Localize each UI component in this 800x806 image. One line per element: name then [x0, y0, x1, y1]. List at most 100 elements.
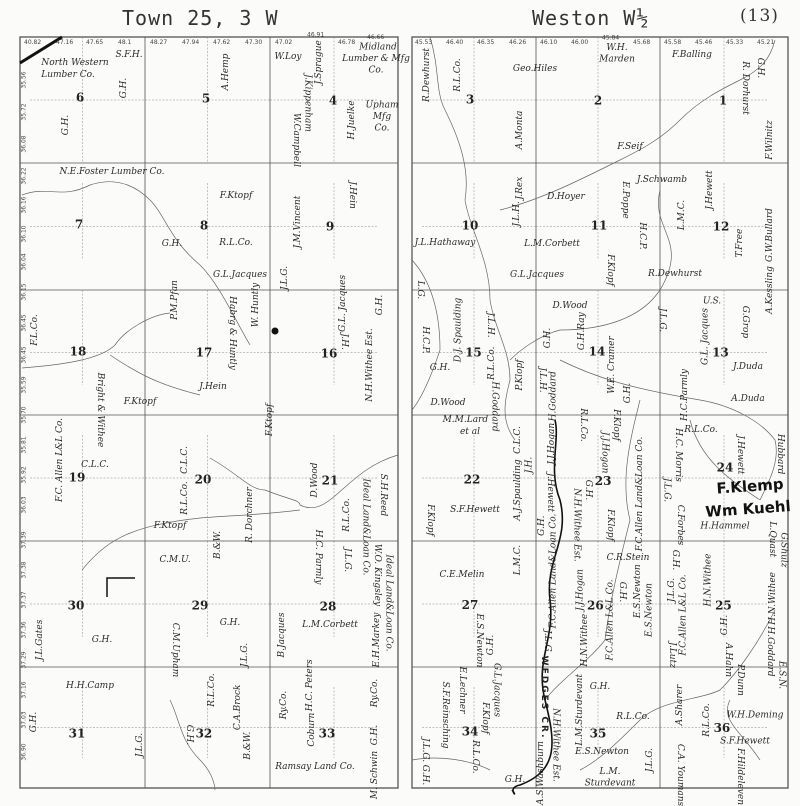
- owner-label: E.H.Markey: [372, 612, 383, 668]
- owner-label: G.H.: [91, 635, 113, 645]
- owner-label: C.L.C.: [81, 460, 109, 470]
- owner-label: S.F.Hewett: [720, 736, 770, 747]
- owner-label: J.Schwamb: [636, 175, 688, 185]
- owner-label: R.Dewhurst: [647, 269, 703, 279]
- owner-label: F.Klopf: [605, 509, 615, 541]
- owner-label: R.L.Co.: [616, 712, 650, 722]
- acreage-value: 36.45: [20, 346, 28, 364]
- owner-label: J.L.H.: [485, 312, 495, 338]
- acreage-value: 46.00: [571, 39, 589, 46]
- section-grid: [19, 36, 789, 789]
- acreage-value: 45.68: [633, 39, 651, 46]
- owner-label: Hubbard: [775, 433, 785, 475]
- acreage-value: 45.33: [726, 39, 744, 46]
- owner-label: E.S.Newton: [644, 583, 655, 637]
- owner-label: F.C.Allen Land&Loan Co.: [548, 513, 559, 629]
- owner-label: J.M.Vincent: [293, 195, 303, 249]
- owner-label: H.Goddard: [489, 381, 500, 432]
- owner-label: F.Ktopf: [123, 397, 157, 407]
- owner-label: C.A. Youmans: [675, 743, 685, 806]
- owner-label: G.H.: [370, 724, 380, 746]
- owner-label: Upham: [365, 100, 399, 111]
- owner-label: Co.: [374, 123, 390, 134]
- owner-label: Sturdevant: [584, 778, 636, 789]
- owner-label: P.M.Pfan: [170, 280, 180, 320]
- owner-label: W.H.Deming: [726, 710, 784, 721]
- section-number: 25: [715, 598, 732, 613]
- owner-label: G.L. Jacques: [338, 274, 348, 332]
- owner-label: W.E. Cramer: [606, 336, 617, 394]
- owner-label: S.H.Reed: [377, 473, 388, 517]
- owner-label: A.Sharer: [675, 684, 685, 726]
- acreage-value: 35.92: [20, 466, 28, 484]
- acreage-value: 36.08: [20, 135, 28, 153]
- owner-label: J.H.: [339, 333, 349, 350]
- section-number: 29: [191, 598, 209, 613]
- section-number: 16: [320, 346, 338, 361]
- owner-label: H.C.Parmly: [680, 369, 690, 421]
- acreage-value: 37.38: [20, 561, 28, 579]
- owner-label: H.C. Peters: [305, 659, 315, 712]
- acreage-value: 45.58: [664, 39, 682, 46]
- owner-label: J.L.Gates: [35, 619, 45, 661]
- acreage-value: 37.36: [20, 621, 28, 639]
- acreage-value: 47.02: [275, 39, 293, 46]
- owner-label: J.L.G.: [280, 265, 290, 291]
- owner-label: R.L.Co.: [684, 425, 718, 435]
- owner-label: H.C.P.: [637, 222, 647, 250]
- owner-label: G.H.: [184, 724, 195, 746]
- page-number: (13): [740, 6, 779, 26]
- owner-label: L.M.Corbett: [524, 239, 580, 249]
- owner-label: G.H.: [375, 294, 385, 316]
- acreage-value: 35.59: [20, 376, 28, 394]
- owner-label: C.E.Melin: [439, 570, 485, 580]
- owner-label: F.C. Allen L&L Co.: [55, 417, 65, 503]
- owner-label: H.N.Withee: [768, 571, 778, 625]
- owner-label: G.H.: [616, 581, 627, 603]
- acreage-value: 37.29: [20, 651, 28, 669]
- owner-label: H.C.P.: [420, 326, 430, 354]
- owner-label: H.Goddard: [764, 626, 775, 677]
- owner-label: F.Balling: [672, 50, 712, 60]
- acreage-value: 47.62: [213, 39, 231, 46]
- owner-label: W.H.: [606, 43, 628, 53]
- owner-label: G.H.: [536, 515, 547, 536]
- owner-label: G.H.: [670, 549, 680, 571]
- owner-label: R.L.Co.: [180, 481, 190, 515]
- section-number: 28: [319, 599, 337, 614]
- acreage-value: 37.16: [20, 681, 28, 699]
- landmark-dot: [271, 327, 279, 335]
- owner-label: L.M.: [599, 766, 621, 777]
- section-number: 4: [328, 93, 338, 108]
- owner-label: J.L.G.: [657, 307, 667, 333]
- owner-label: J.J.Hogan: [599, 431, 610, 474]
- owner-label: N.E.Foster Lumber Co.: [59, 167, 165, 177]
- acreage-value: 46.91: [307, 31, 325, 39]
- owner-label: R.Dewhurst: [422, 47, 432, 103]
- section-number: 33: [318, 726, 336, 741]
- section-number: 15: [465, 345, 482, 360]
- owner-label: E.S.Newton: [632, 564, 643, 619]
- owner-label: H.Goddard: [548, 371, 559, 422]
- parcel-lines: [30, 37, 768, 758]
- owner-label: G.H.: [543, 327, 553, 349]
- acreage-value: 35.72: [20, 103, 28, 121]
- owner-label: G.H.: [623, 382, 633, 404]
- owner-label: G.Shulz: [778, 532, 789, 568]
- section-number: 18: [69, 344, 87, 359]
- acreage-value: 36.10: [20, 225, 28, 243]
- handwritten-note: F.Klemp: [715, 474, 785, 498]
- owner-label: G.H.: [720, 614, 730, 636]
- section-number: 12: [712, 219, 730, 234]
- owner-label: J.Lutz: [666, 642, 677, 668]
- owner-label: R.L.Co.: [578, 408, 588, 442]
- section-number: 17: [195, 345, 213, 360]
- owner-label: P.Klopf: [515, 359, 525, 391]
- acreage-value: 35.81: [20, 436, 28, 454]
- acreage-value: 48.27: [150, 39, 168, 46]
- owner-label: J.J.Hogan: [547, 422, 557, 465]
- owner-label: J.L.Hathaway: [414, 238, 476, 248]
- owner-label: J.L.G.: [666, 577, 677, 603]
- owner-label: Geo.Hiles: [512, 64, 558, 74]
